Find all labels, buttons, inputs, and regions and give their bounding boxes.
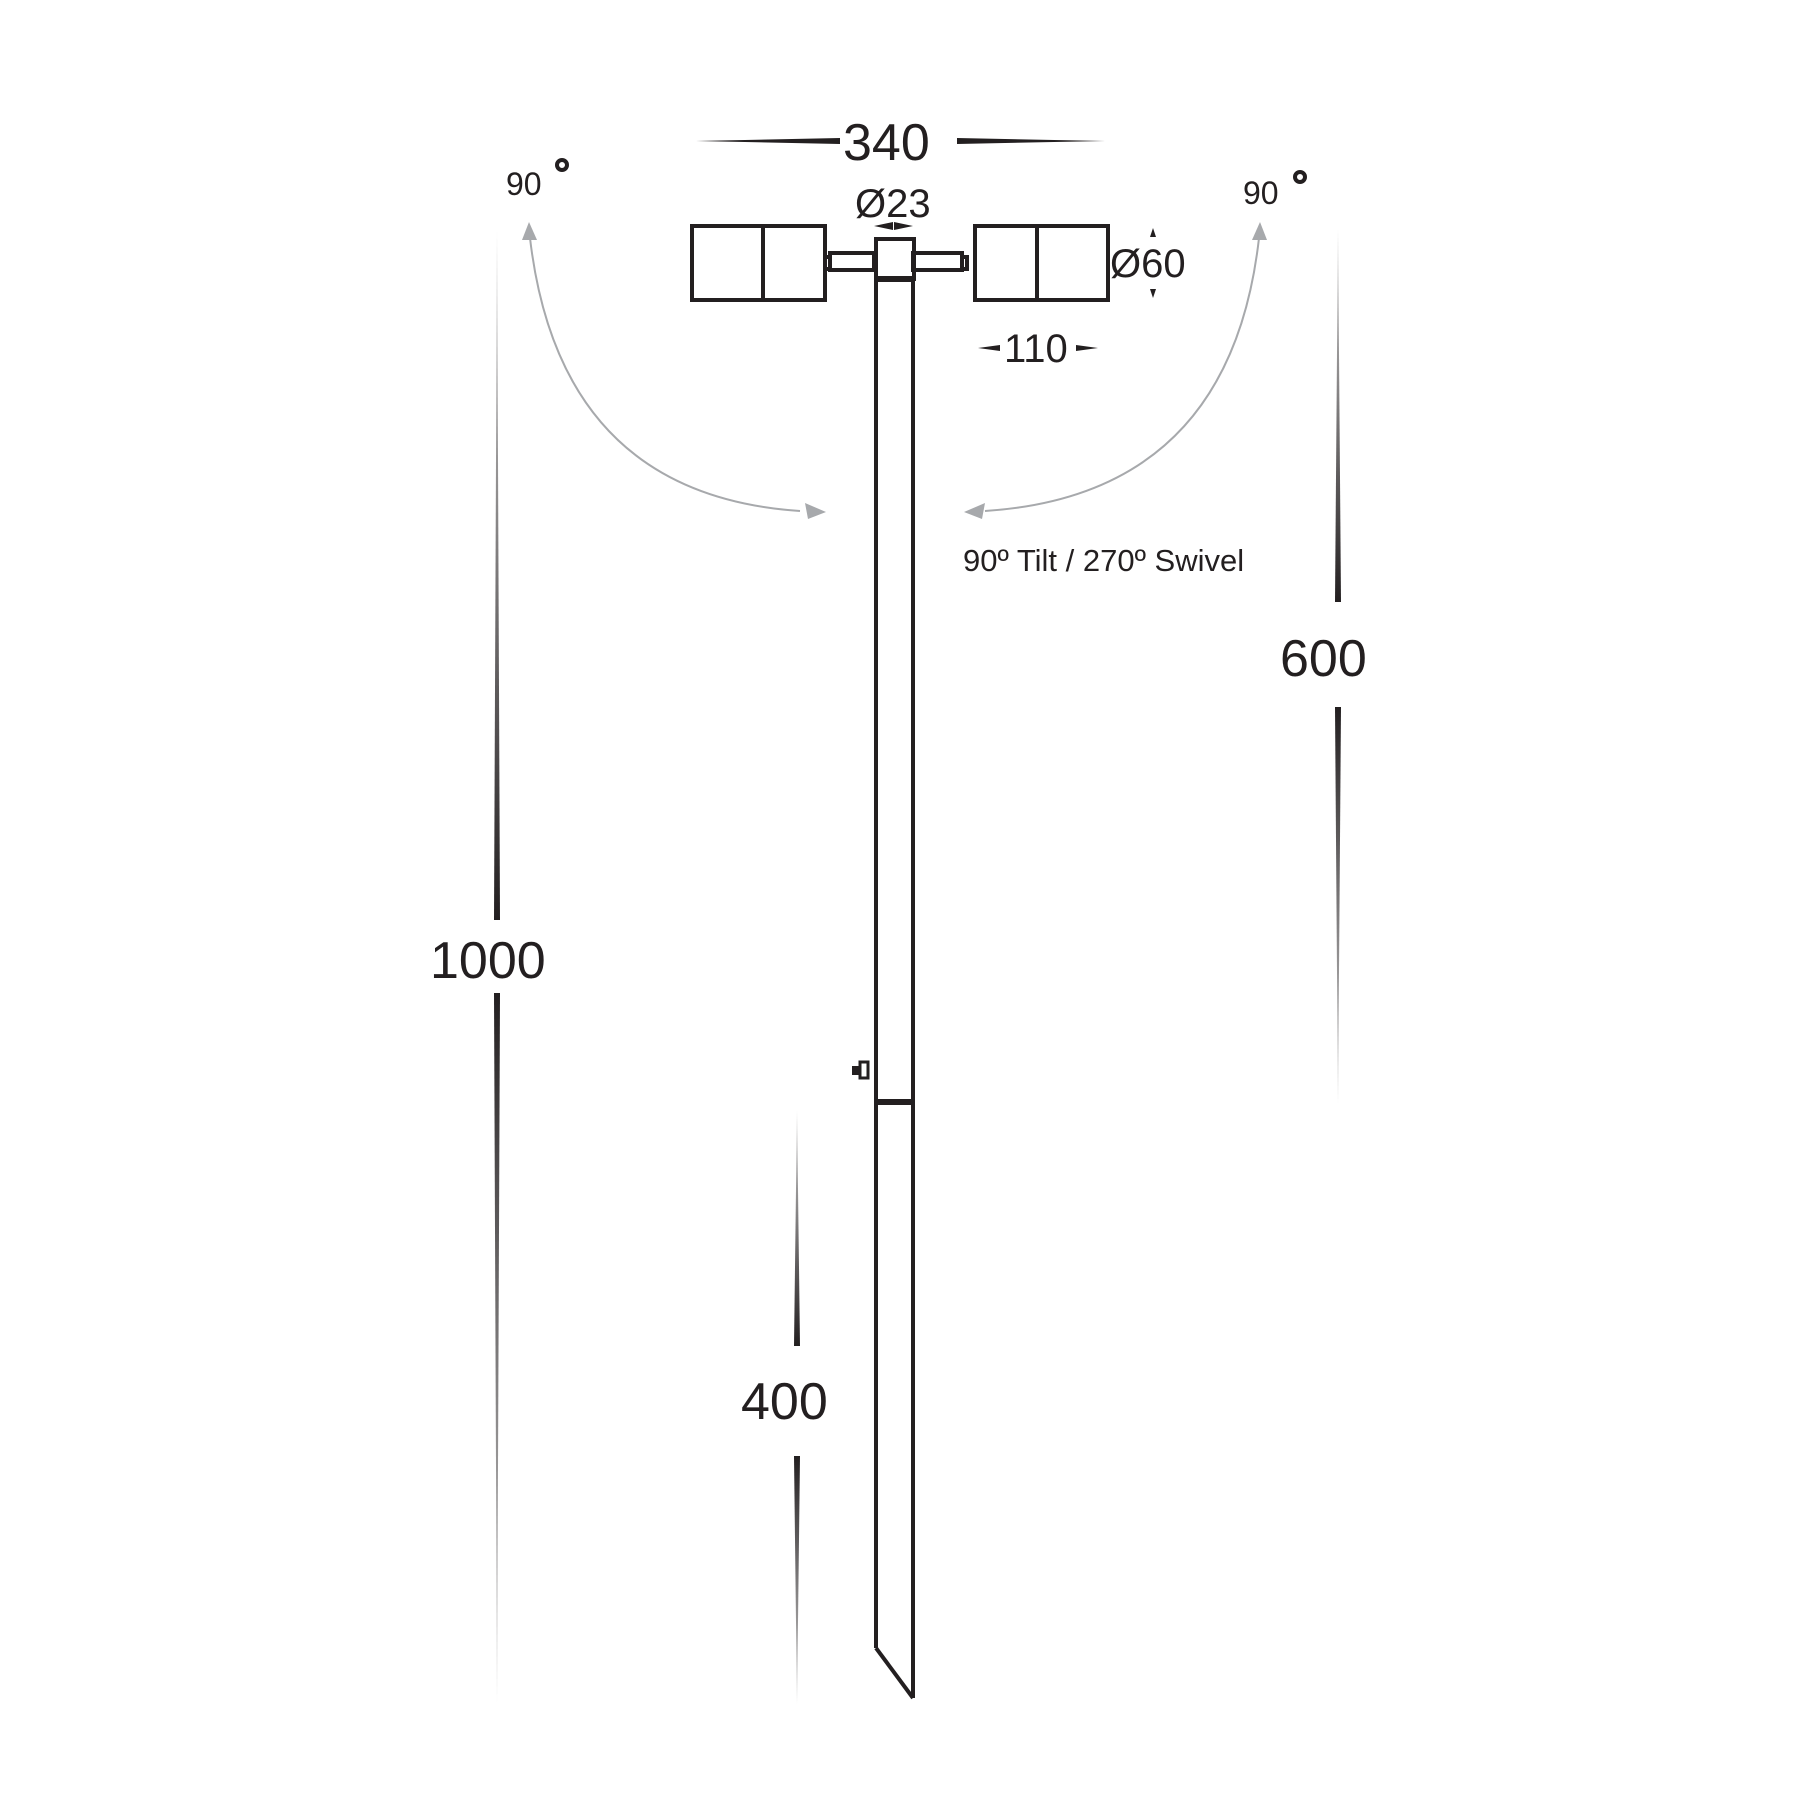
left-tilt-arc [522,222,826,519]
head-length-label: 110 [1004,327,1068,371]
degree-symbol-icon [1293,170,1307,184]
spike-length-label: 400 [741,1373,828,1431]
head-length-arrows [978,345,1098,351]
spike-length-line [794,1110,800,1705]
above-ground-height-line [1335,228,1341,1105]
right-lamp-head [911,224,1110,302]
head-diameter-arrows [1150,228,1156,298]
pole [874,279,915,1700]
width-dimension-line [696,138,1105,144]
arm-diameter-arrows [874,222,913,230]
set-screw [852,1060,870,1080]
head-diameter-label: Ø60 [1110,242,1186,286]
overall-height-label: 1000 [430,932,546,990]
above-ground-height-label: 600 [1280,630,1367,688]
spike-joint [876,1099,914,1105]
pole-hub [874,237,916,282]
left-tilt-angle-label: 90 [506,166,542,202]
overall-width-label: 340 [843,114,930,172]
degree-symbol-icon [555,158,569,172]
right-tilt-arc [964,222,1267,519]
tilt-swivel-note: 90º Tilt / 270º Swivel [963,543,1245,578]
overall-height-line [494,228,500,1705]
left-lamp-head [690,224,876,302]
arm-diameter-label: Ø23 [855,182,931,226]
right-tilt-angle-label: 90 [1243,175,1279,211]
